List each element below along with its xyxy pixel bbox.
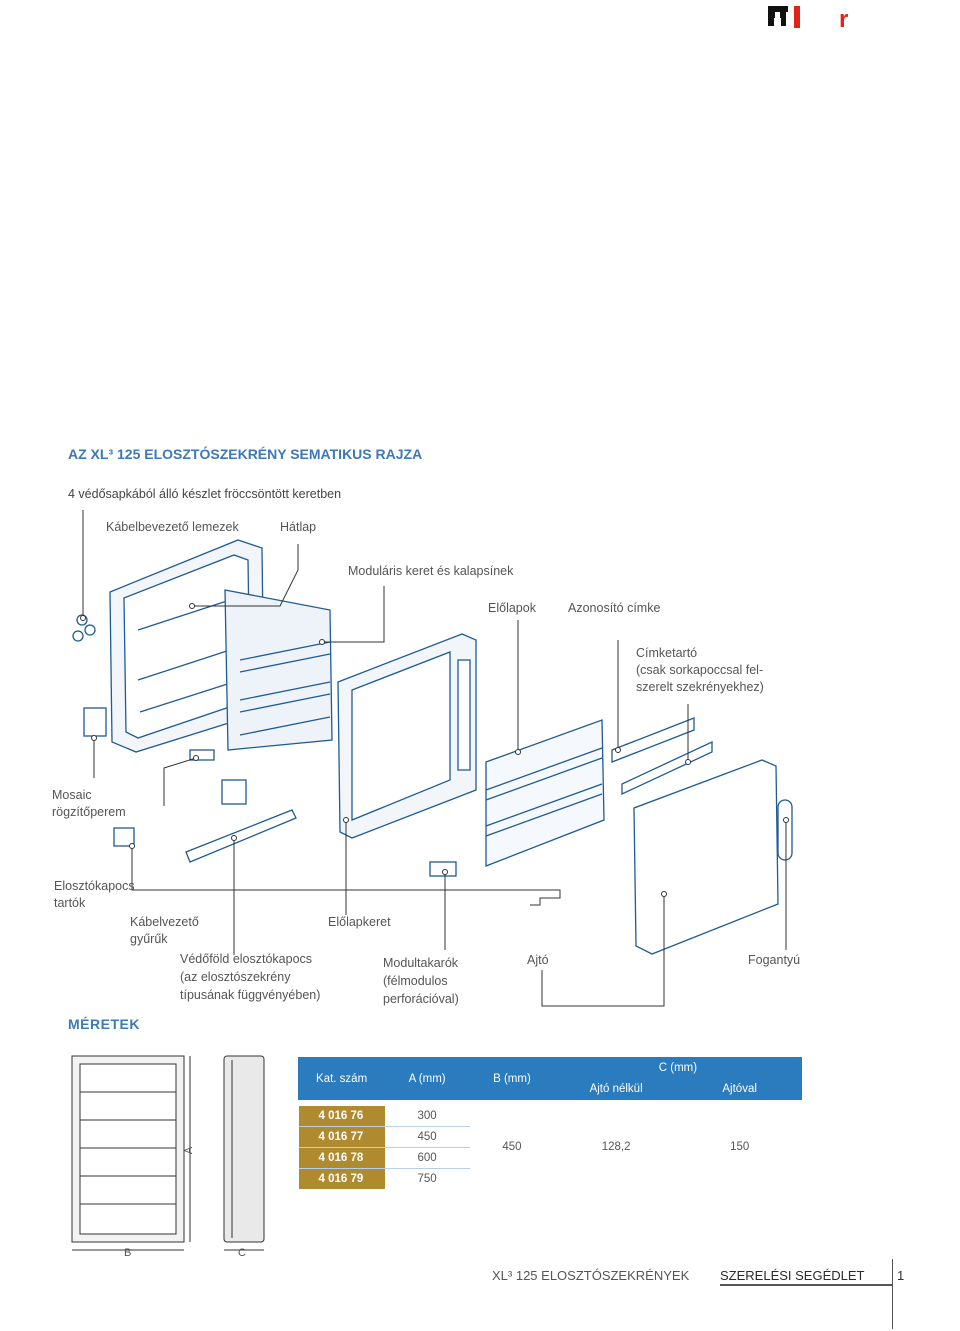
label-kabelvezeto-2: gyűrűk bbox=[130, 932, 168, 946]
label-modularis: Moduláris keret és kalapsínek bbox=[348, 564, 514, 578]
footer-guide: SZERELÉSI SEGÉDLET bbox=[720, 1268, 865, 1283]
footer-product: XL³ 125 ELOSZTÓSZEKRÉNYEK bbox=[492, 1268, 690, 1283]
label-modultakarok-3: perforációval) bbox=[383, 992, 459, 1006]
label-fogantyu: Fogantyú bbox=[748, 953, 801, 967]
label-elosztokapocs-2: tartók bbox=[54, 896, 86, 910]
label-cimketarto-1: Címketartó bbox=[636, 646, 698, 660]
label-modultakarok-2: (félmodulos bbox=[383, 974, 448, 988]
table-row-cat: 4 016 79 bbox=[298, 1168, 385, 1189]
label-ajto: Ajtó bbox=[527, 953, 549, 967]
table-b-value: 450 bbox=[502, 1141, 522, 1153]
label-kabelbevezeto: Kábelbevezető lemezek bbox=[106, 520, 239, 534]
col-kat: Kat. szám bbox=[297, 1057, 386, 1100]
label-modultakarok-1: Modultakarók bbox=[383, 956, 459, 970]
label-elolapok: Előlapok bbox=[488, 601, 536, 615]
label-cimketarto-3: szerelt szekrényekhez) bbox=[636, 680, 764, 694]
table-row-a: 750 bbox=[384, 1168, 470, 1189]
table-row-cat: 4 016 76 bbox=[298, 1104, 385, 1127]
footer-divider bbox=[892, 1259, 893, 1329]
table-row-cat: 4 016 78 bbox=[298, 1147, 385, 1169]
label-vedofold-2: (az elosztószekrény bbox=[180, 970, 291, 984]
table-row-a: 450 bbox=[384, 1126, 470, 1148]
dimension-a-label: A bbox=[183, 1146, 196, 1155]
col-b: B (mm) bbox=[469, 1057, 555, 1100]
col-c-no-door: Ajtó nélkül bbox=[553, 1078, 679, 1100]
dimension-b-label: B bbox=[124, 1247, 132, 1259]
page-number: 1 bbox=[897, 1268, 905, 1283]
label-mosaic-1: Mosaic bbox=[52, 788, 92, 802]
legrand-logo: r bbox=[766, 4, 856, 33]
col-c: C (mm) bbox=[553, 1057, 803, 1079]
col-c-door: Ajtóval bbox=[677, 1078, 802, 1100]
label-elolapkeret: Előlapkeret bbox=[328, 915, 391, 929]
dimension-c-label: C bbox=[238, 1247, 246, 1259]
label-vedofold-3: típusának függvényében) bbox=[180, 988, 321, 1002]
svg-text:r: r bbox=[839, 6, 848, 30]
dimensions-heading: MÉRETEK bbox=[68, 1016, 140, 1032]
table-row-a: 600 bbox=[384, 1147, 470, 1169]
label-mosaic-2: rögzítőperem bbox=[52, 805, 126, 819]
col-a: A (mm) bbox=[384, 1057, 471, 1100]
label-hatlap: Hátlap bbox=[280, 520, 317, 534]
label-kabelvezeto-1: Kábelvezető bbox=[130, 915, 199, 929]
label-azonosito: Azonosító címke bbox=[568, 601, 661, 615]
table-c-no-door-value: 128,2 bbox=[601, 1141, 631, 1153]
footer-underline bbox=[720, 1284, 892, 1286]
label-cimketarto-2: (csak sorkapoccsal fel- bbox=[636, 663, 764, 677]
page-subtitle: 4 védősapkából álló készlet fröccsöntött… bbox=[68, 487, 342, 501]
page-title: AZ XL³ 125 ELOSZTÓSZEKRÉNY SEMATIKUS RAJ… bbox=[68, 446, 423, 462]
dimensions-table: Kat. szám A (mm) B (mm) C (mm) Ajtó nélk… bbox=[297, 1057, 803, 1189]
table-row-a: 300 bbox=[417, 1109, 437, 1122]
table-row-cat: 4 016 77 bbox=[298, 1126, 385, 1148]
table-c-door-value: 150 bbox=[730, 1141, 750, 1153]
label-vedofold-1: Védőföld elosztókapocs bbox=[180, 952, 313, 966]
label-elosztokapocs-1: Elosztókapocs bbox=[54, 879, 135, 893]
